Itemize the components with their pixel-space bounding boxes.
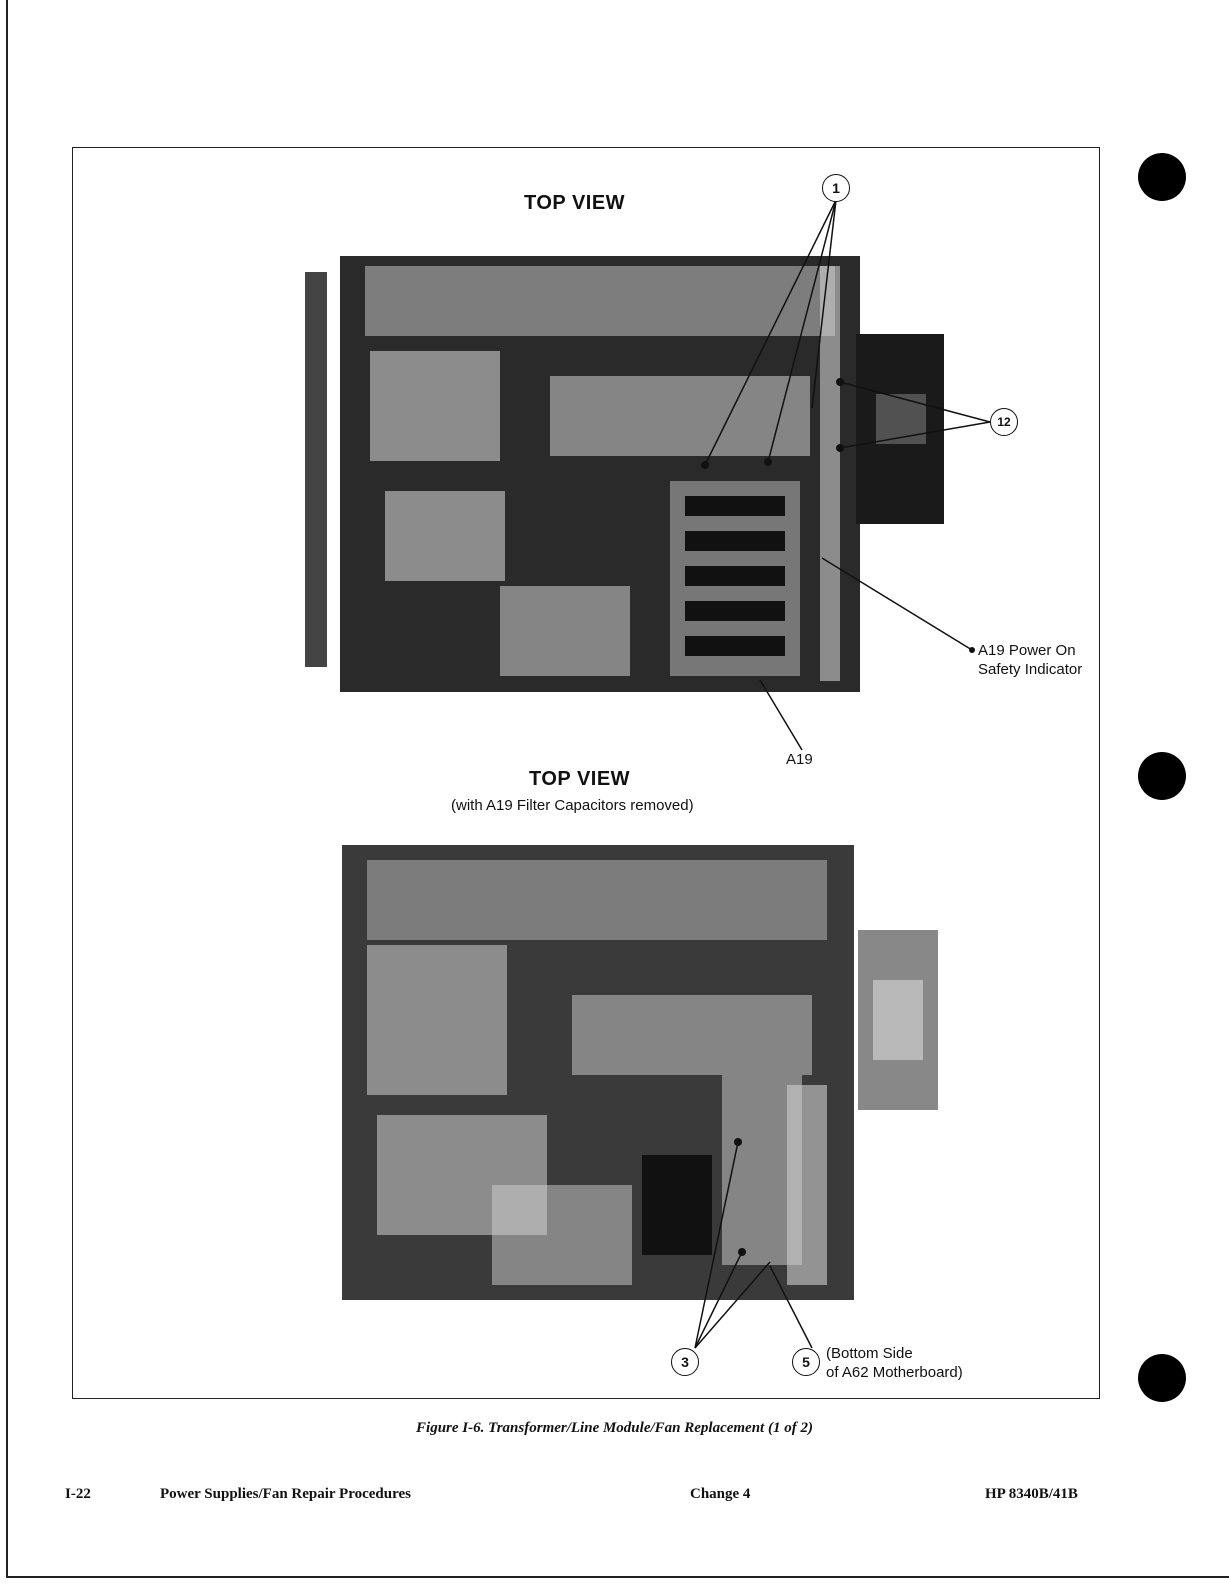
line-module-block-1 bbox=[856, 334, 944, 524]
top-view-photo-1 bbox=[340, 256, 860, 692]
left-panel-strip-1 bbox=[305, 272, 327, 667]
top-view-title-1: TOP VIEW bbox=[524, 192, 625, 215]
footer-model: HP 8340B/41B bbox=[985, 1486, 1078, 1503]
a19-label: A19 bbox=[786, 750, 813, 769]
callout-1: 1 bbox=[822, 174, 850, 202]
callout-12: 12 bbox=[990, 408, 1018, 436]
binder-hole-middle bbox=[1138, 752, 1186, 800]
bottom-side-label: (Bottom Side of A62 Motherboard) bbox=[826, 1344, 963, 1382]
figure-caption: Figure I-6. Transformer/Line Module/Fan … bbox=[0, 1420, 1229, 1437]
footer-change: Change 4 bbox=[690, 1486, 750, 1503]
callout-3: 3 bbox=[671, 1348, 699, 1376]
top-view-photo-2 bbox=[342, 845, 854, 1300]
line-module-block-2 bbox=[858, 930, 938, 1110]
footer-page-number: I-22 bbox=[65, 1486, 91, 1503]
binder-hole-bottom bbox=[1138, 1354, 1186, 1402]
a19-power-on-label: A19 Power On Safety Indicator bbox=[978, 641, 1082, 679]
footer-section-title: Power Supplies/Fan Repair Procedures bbox=[160, 1486, 411, 1503]
page-bottom-border bbox=[6, 1576, 1229, 1578]
callout-5: 5 bbox=[792, 1348, 820, 1376]
top-view-title-2: TOP VIEW bbox=[529, 768, 630, 791]
page-left-border bbox=[6, 0, 8, 1578]
top-view-subtitle-2: (with A19 Filter Capacitors removed) bbox=[451, 796, 694, 815]
binder-hole-top bbox=[1138, 153, 1186, 201]
